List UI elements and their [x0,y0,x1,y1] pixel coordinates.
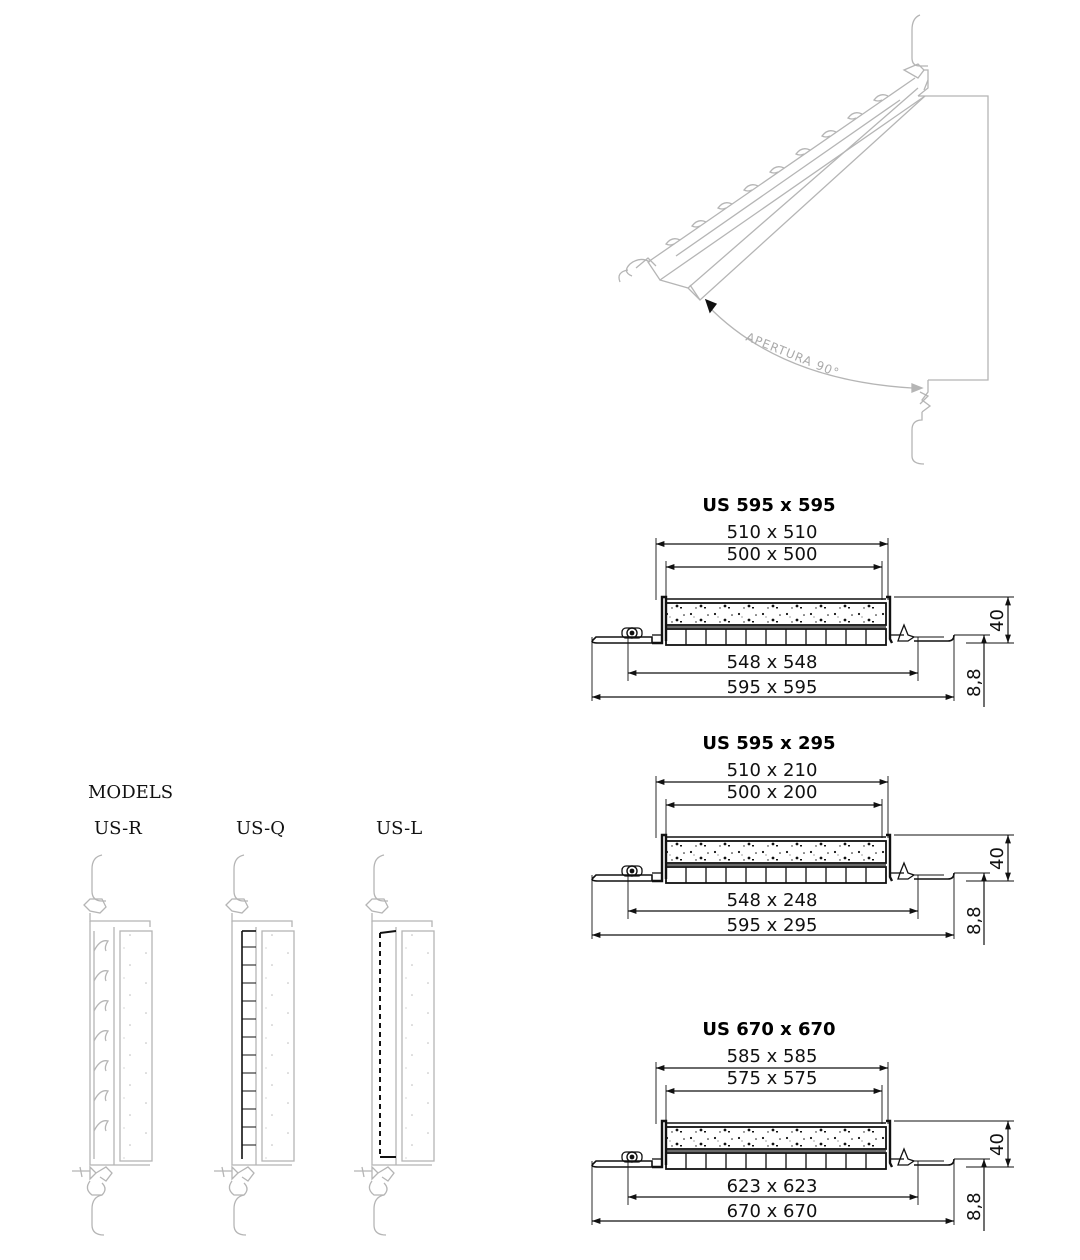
model-drawing-l [354,854,435,1236]
dim-flange: 8,8 [964,906,985,935]
grille-section [590,595,956,646]
dim-inner-outer: 510 x 210 [727,760,818,781]
models-heading: MODELS [88,782,173,803]
dim-frame-outer: 595 x 295 [727,915,818,936]
model-drawing-q [214,854,295,1236]
model-label-us-q: US-Q [236,818,285,839]
louver-frame [665,866,887,884]
dim-flange: 8,8 [964,668,985,697]
dim-flange: 8,8 [964,1192,985,1221]
model-label-us-r: US-R [94,818,142,839]
dim-inner-outer: 510 x 510 [727,522,818,543]
section-title: US 670 x 670 [702,1019,835,1040]
dim-frame-inner: 548 x 248 [727,890,818,911]
dim-height: 40 [987,609,1008,632]
grille-section [590,833,956,884]
dim-inner-outer: 585 x 585 [727,1046,818,1067]
dim-inner: 500 x 500 [727,544,818,565]
section-title: US 595 x 295 [702,733,835,754]
section-title: US 595 x 595 [702,495,835,516]
louver-frame [665,628,887,646]
dim-height: 40 [987,847,1008,870]
grille-section [590,1119,956,1170]
dim-frame-outer: 670 x 670 [727,1201,818,1222]
dim-frame-inner: 623 x 623 [727,1176,818,1197]
dim-frame-inner: 548 x 548 [727,652,818,673]
dim-frame-outer: 595 x 595 [727,677,818,698]
model-drawing-r [72,854,153,1236]
model-label-us-l: US-L [376,818,422,839]
dim-inner: 500 x 200 [727,782,818,803]
panel-fill [665,840,887,864]
opening-diagram [618,14,989,465]
panel-fill [665,602,887,626]
models-drawings [72,854,435,1236]
panel-fill [665,1126,887,1150]
dim-inner: 575 x 575 [727,1068,818,1089]
dim-height: 40 [987,1133,1008,1156]
louver-frame [665,1152,887,1170]
opening-angle-label: APERTURA 90° [744,330,842,380]
